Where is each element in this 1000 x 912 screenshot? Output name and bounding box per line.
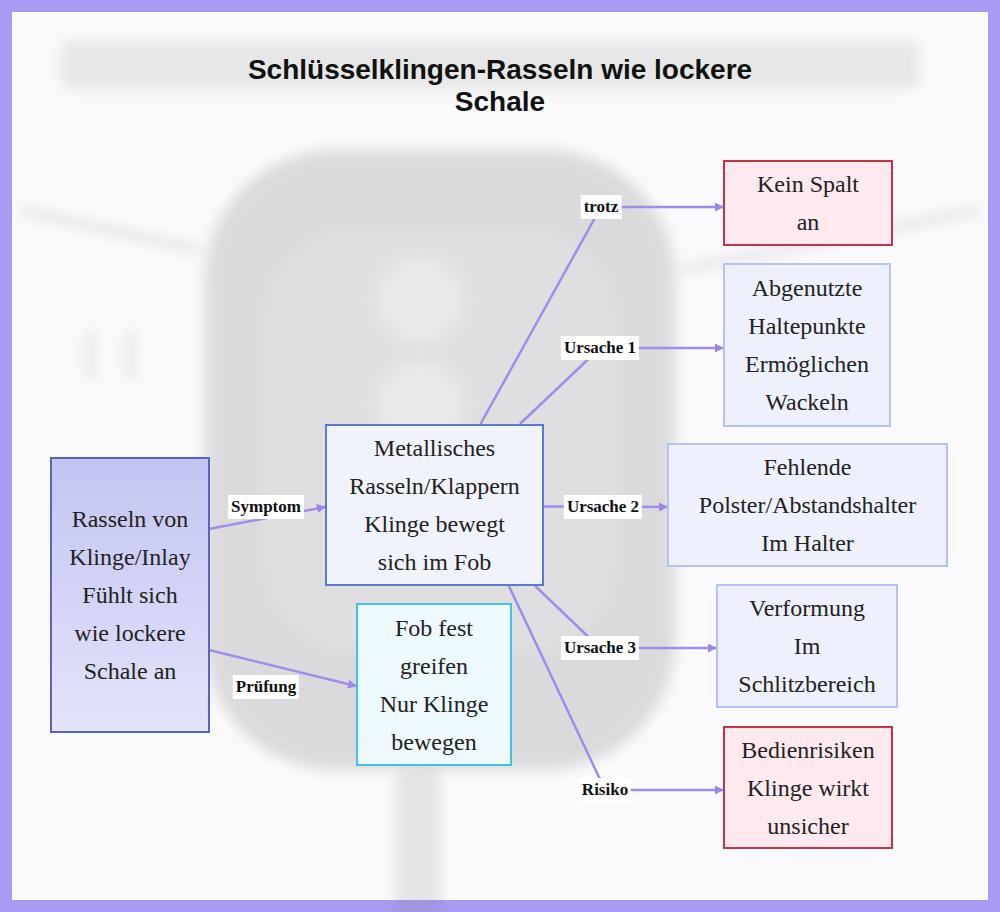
fob-panel: [265, 230, 615, 650]
node-text: Klinge bewegt sich im Fob: [346, 505, 524, 581]
fob-button: [378, 258, 462, 342]
key-fob-illustration: [20, 40, 980, 912]
edge-label: Symptom: [228, 495, 304, 519]
edge-label: trotz: [581, 195, 622, 219]
connector-arrow: [509, 586, 723, 790]
edge-label: Ursache 3: [561, 636, 639, 660]
check-box: Fob fest greifenNur Klinge bewegen: [356, 603, 512, 766]
node-text: Klinge wirkt unsicher: [736, 769, 881, 845]
root-box: Rasseln von Klinge/InlayFühlt sich wie l…: [50, 457, 210, 733]
node-text: Abgenutzte Haltepunkte Ermöglichen Wacke…: [740, 269, 875, 421]
node-text: Nur Klinge bewegen: [377, 685, 492, 761]
cause-box: Abgenutzte Haltepunkte Ermöglichen Wacke…: [723, 263, 891, 427]
connector-arrow: [480, 207, 723, 424]
edge-label: Prüfung: [233, 675, 299, 699]
diagram-title: Schlüsselklingen-Rasseln wie lockere Sch…: [200, 54, 800, 118]
node-text: Fühlt sich wie lockere Schale an: [66, 576, 194, 690]
node-text: Metallisches Rasseln/Klappern: [346, 429, 524, 505]
fob-body: [205, 150, 675, 770]
cause-box: Verformung Im Schlitzbereich: [716, 584, 898, 708]
connector-layer: [210, 207, 723, 790]
edge-label: Ursache 1: [561, 336, 639, 360]
node-text: Fob fest greifen: [377, 609, 492, 685]
frame-inner: [12, 12, 988, 900]
node-text: Bedienrisiken: [736, 731, 881, 769]
node-text: Fehlende Polster/Abstandshalter Im Halte…: [693, 448, 923, 562]
warning-box: Kein Spalt an: [723, 160, 893, 246]
risk-box: BedienrisikenKlinge wirkt unsicher: [723, 726, 893, 849]
edge-label: Ursache 2: [564, 495, 642, 519]
symptom-box: Metallisches Rasseln/KlappernKlinge bewe…: [325, 424, 544, 586]
node-text: Rasseln von Klinge/Inlay: [66, 500, 194, 576]
key-blade: [395, 770, 441, 912]
edge-label: Risiko: [579, 778, 631, 802]
node-text: Verformung Im Schlitzbereich: [734, 589, 881, 703]
node-text: Kein Spalt an: [751, 165, 866, 241]
cause-box: Fehlende Polster/Abstandshalter Im Halte…: [667, 443, 948, 567]
